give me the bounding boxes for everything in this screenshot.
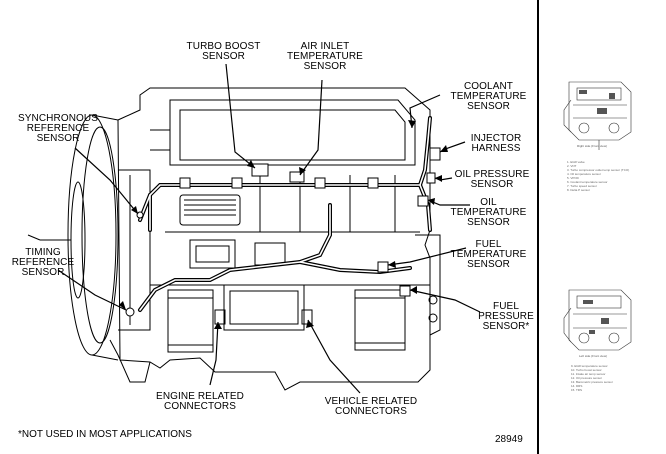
footnote: *NOT USED IN MOST APPLICATIONS: [18, 429, 192, 440]
figure-number: 28949: [495, 434, 523, 445]
engine-thumbnail-top: [563, 81, 632, 351]
bottom-thumbnail-caption: Left side (Front view): [579, 354, 608, 358]
engine-drawing: [27, 63, 481, 394]
top-thumbnail-caption: Right side (Front view): [577, 144, 608, 148]
